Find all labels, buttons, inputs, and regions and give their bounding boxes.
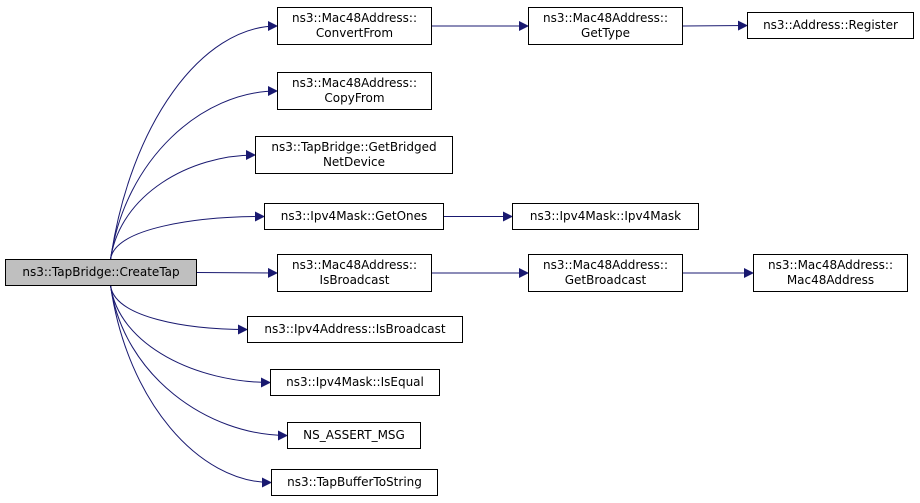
node-label: ns3::Mac48Address::	[542, 258, 669, 272]
node-label: ns3::Ipv4Address::IsBroadcast	[264, 322, 446, 336]
node-label: ns3::Ipv4Mask::Ipv4Mask	[529, 209, 682, 223]
edge-create-tap-to-get-bridged-net-device	[110, 150, 256, 260]
node-label: ns3::Mac48Address::	[542, 11, 669, 25]
node-label: ns3::TapBridge::CreateTap	[22, 265, 180, 279]
edge-create-tap-to-ipv4-is-broadcast	[110, 285, 248, 335]
node-mac48address-copy-from[interactable]: ns3::Mac48Address:: CopyFrom	[277, 72, 432, 110]
edge-create-tap-to-tap-buffer-to-string	[110, 285, 272, 488]
edge-create-tap-to-is-equal	[110, 285, 271, 388]
node-label: Mac48Address	[786, 273, 875, 287]
node-label: GetBroadcast	[564, 273, 647, 287]
node-mac48address-convert-from[interactable]: ns3::Mac48Address:: ConvertFrom	[277, 7, 432, 45]
edge-create-tap-to-get-ones	[110, 211, 265, 260]
node-tapbridge-get-bridged-net-device[interactable]: ns3::TapBridge::GetBridged NetDevice	[255, 136, 453, 174]
node-label: ns3::TapBufferToString	[287, 475, 422, 489]
edge-create-tap-to-copy-from	[110, 86, 278, 260]
node-label: GetType	[581, 26, 630, 40]
node-ipv4mask-is-equal[interactable]: ns3::Ipv4Mask::IsEqual	[270, 369, 440, 396]
node-mac48address-constructor[interactable]: ns3::Mac48Address:: Mac48Address	[753, 254, 908, 292]
edge-create-tap-to-convert-from	[110, 21, 278, 260]
node-mac48address-is-broadcast[interactable]: ns3::Mac48Address:: IsBroadcast	[277, 254, 432, 292]
node-label: ns3::Mac48Address::	[767, 258, 894, 272]
node-create-tap: ns3::TapBridge::CreateTap	[5, 259, 197, 286]
node-label: IsBroadcast	[319, 273, 390, 287]
node-label: CopyFrom	[324, 91, 385, 105]
node-mac48address-get-broadcast[interactable]: ns3::Mac48Address:: GetBroadcast	[528, 254, 683, 292]
node-label: ns3::Ipv4Mask::GetOnes	[280, 209, 428, 223]
node-ns-assert-msg[interactable]: NS_ASSERT_MSG	[287, 422, 421, 449]
node-label: ConvertFrom	[315, 26, 394, 40]
node-label: ns3::Mac48Address::	[291, 76, 418, 90]
node-label: ns3::Mac48Address::	[291, 258, 418, 272]
edge-create-tap-to-mac-is-broadcast	[196, 267, 278, 278]
node-address-register[interactable]: ns3::Address::Register	[747, 12, 914, 39]
node-tap-buffer-to-string[interactable]: ns3::TapBufferToString	[271, 469, 438, 496]
node-mac48address-get-type[interactable]: ns3::Mac48Address:: GetType	[528, 7, 683, 45]
node-label: ns3::TapBridge::GetBridged	[271, 140, 437, 154]
node-ipv4mask-get-ones[interactable]: ns3::Ipv4Mask::GetOnes	[264, 203, 444, 230]
node-label: NetDevice	[322, 155, 386, 169]
edge-get-type-to-address-register	[682, 20, 748, 31]
node-label: ns3::Ipv4Mask::IsEqual	[286, 375, 424, 389]
node-label: NS_ASSERT_MSG	[303, 428, 405, 442]
node-ipv4mask-constructor[interactable]: ns3::Ipv4Mask::Ipv4Mask	[512, 203, 699, 230]
node-ipv4address-is-broadcast[interactable]: ns3::Ipv4Address::IsBroadcast	[247, 316, 463, 343]
edge-create-tap-to-ns-assert-msg	[110, 285, 288, 441]
node-label: ns3::Address::Register	[763, 18, 898, 32]
node-label: ns3::Mac48Address::	[291, 11, 418, 25]
